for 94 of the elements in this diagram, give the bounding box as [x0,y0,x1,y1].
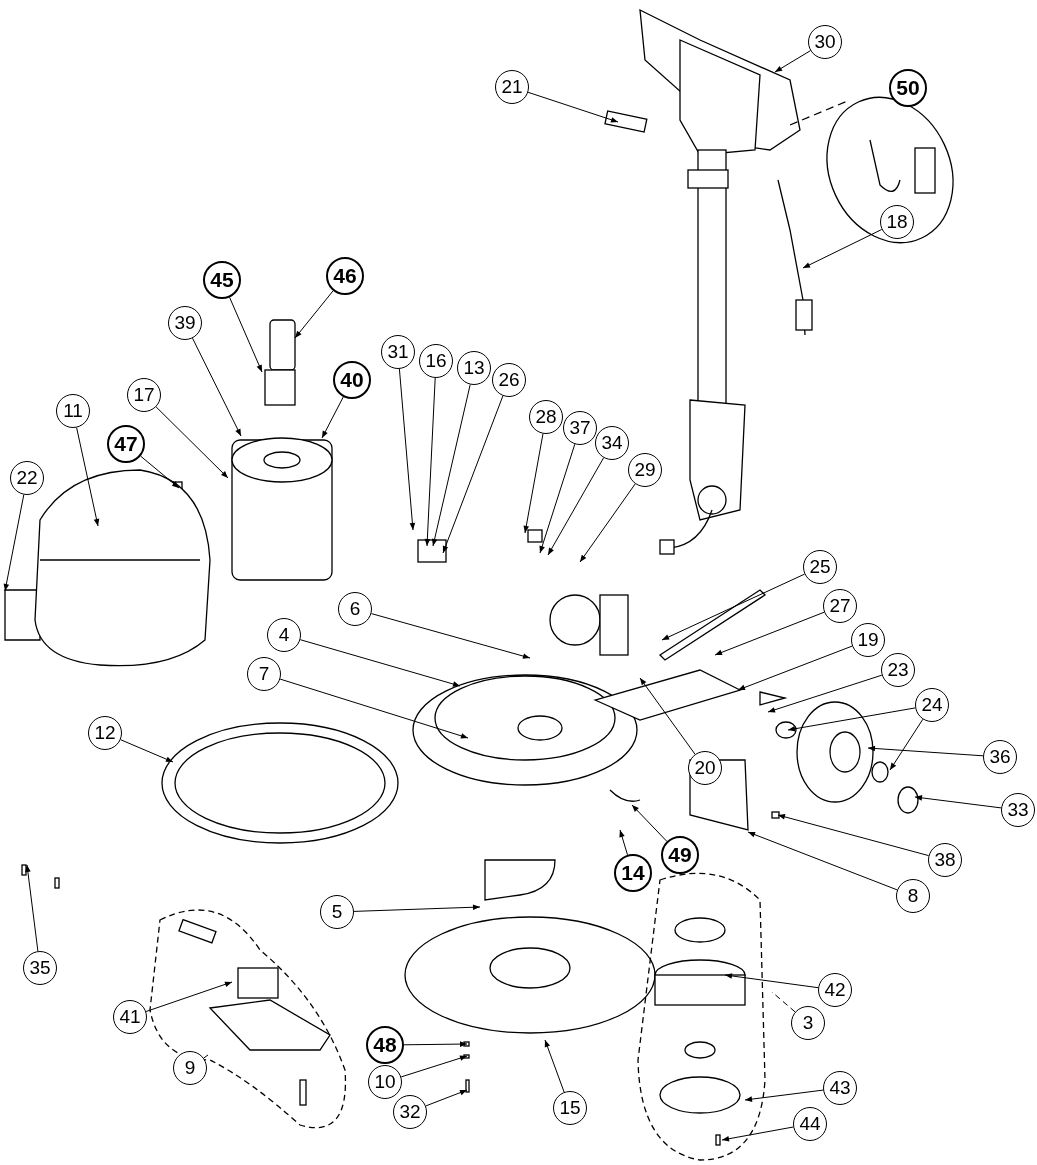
leader-line [639,677,696,755]
callout-number: 32 [393,1095,427,1129]
callout-number: 42 [818,973,852,1007]
leader-line [544,1039,565,1093]
callout-number: 21 [495,70,529,104]
callout-number: 47 [107,425,145,463]
callout-number: 25 [803,550,837,584]
callout-number: 46 [326,257,364,295]
callout-number: 41 [113,1000,147,1034]
leader-line [3,494,25,592]
callout-number: 4 [267,618,301,652]
leader-line [76,427,100,527]
leader-line [527,91,619,123]
leader-line [294,290,334,339]
callout-number: 5 [320,895,354,929]
leader-line [747,831,898,891]
callout-number: 50 [889,69,927,107]
leader-line [25,864,39,952]
leader-line [400,1055,468,1078]
callout-number: 11 [56,394,90,428]
leader-line [431,384,471,547]
leader-line [867,745,984,757]
leader-line [914,795,1002,809]
callout-number: 7 [247,657,281,691]
leader-line [403,1041,468,1047]
leader-line [353,904,481,912]
leader-line [619,829,628,856]
callout-number: 44 [793,1107,827,1141]
leader-line [721,1126,794,1142]
callout-number: 9 [173,1051,207,1085]
callout-number: 19 [851,623,885,657]
leader-line [229,296,263,373]
leader-line [737,645,853,691]
callout-number: 43 [823,1071,857,1105]
callout-number: 23 [881,653,915,687]
leader-line [724,973,819,989]
callout-number: 31 [381,335,415,369]
callout-number: 37 [563,411,597,445]
leader-line [787,707,916,732]
callout-number: 36 [983,740,1017,774]
leader-line [777,814,930,857]
callout-number: 10 [368,1065,402,1099]
leader-line [579,483,636,563]
callout-number: 15 [553,1091,587,1125]
leader-line [203,1054,209,1059]
leader-line [442,395,504,554]
callout-number: 39 [168,306,202,340]
leader-line [774,50,811,73]
callout-number: 33 [1001,793,1035,827]
leader-line [802,229,883,269]
leader-line [321,396,344,439]
leader-line [547,457,605,556]
callout-number: 13 [457,351,491,385]
leader-line [767,674,883,713]
callout-number: 16 [419,344,453,378]
leader-line [425,1089,468,1107]
callout-number: 30 [808,25,842,59]
callout-number: 3 [791,1006,825,1040]
leader-line [370,613,531,659]
callout-number: 48 [366,1026,404,1064]
callout-number: 22 [10,461,44,495]
leader-line [299,639,461,687]
callout-number: 17 [127,378,161,412]
callout-number: 38 [928,843,962,877]
callout-number: 8 [896,879,930,913]
leader-line [140,455,180,489]
callout-number: 24 [915,688,949,722]
leader-line [661,573,806,641]
leader-line [145,981,233,1012]
callout-number: 40 [333,361,371,399]
callout-number: 29 [628,453,662,487]
leader-line [631,804,668,842]
callout-number: 45 [203,261,241,299]
leader-line [539,443,576,554]
callout-number: 35 [23,951,57,985]
leader-line [889,718,924,771]
callout-number: 12 [88,716,122,750]
callout-number: 20 [688,751,722,785]
leader-line [155,406,229,479]
leader-line [192,337,242,437]
leader-line [523,433,544,534]
leader-line [744,1089,824,1102]
leader-line [398,368,416,531]
leader-line [279,678,469,739]
callout-number: 28 [529,400,563,434]
leader-line [714,611,825,656]
callout-number: 27 [823,589,857,623]
callout-number: 14 [614,854,652,892]
callout-number: 6 [338,592,372,626]
callout-number: 49 [661,836,699,874]
callout-number: 26 [492,363,526,397]
callout-number: 34 [595,426,629,460]
leader-line [120,739,174,763]
leader-line [424,377,436,547]
